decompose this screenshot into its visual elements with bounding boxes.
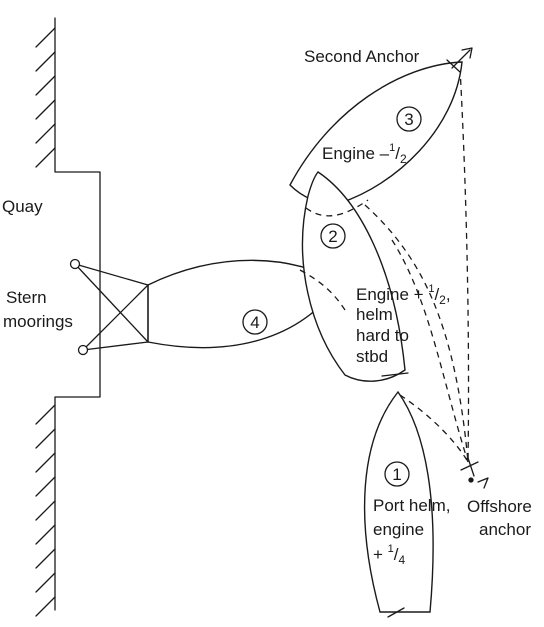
position-1-instruction-line2: engine (373, 520, 424, 539)
hull-2-bow-stroke (381, 372, 409, 377)
second-anchor-icon (446, 47, 473, 73)
hull-position-2 (301, 171, 406, 382)
position-1-instruction-line3: + 1/4 (373, 543, 406, 567)
position-2-instruction-line4: stbd (356, 347, 388, 366)
position-1-marker (384, 461, 410, 487)
position-4-number: 4 (250, 313, 259, 332)
quay-hatching-lower (35, 404, 56, 617)
position-2-instruction-line1: Engine + 1/2, (356, 283, 451, 307)
second-anchor-label: Second Anchor (304, 47, 420, 66)
stern-mooring-lines (74, 263, 149, 351)
stern-moorings-label-line2: moorings (3, 312, 73, 331)
offshore-rode-from-pos2 (391, 239, 469, 463)
position-2-instruction-line2: helm (356, 305, 393, 324)
position-1-number: 1 (392, 465, 401, 484)
position-2-instruction-line3: hard to (356, 326, 409, 345)
hull-position-1 (363, 390, 434, 613)
offshore-anchor-label-line2: anchor (479, 520, 531, 539)
offshore-anchor-label-line1: Offshore (467, 497, 532, 516)
position-2-number: 2 (328, 227, 337, 246)
position-3-number: 3 (404, 110, 413, 129)
offshore-anchor-icon (460, 457, 489, 489)
mooring-buoy-lower (77, 344, 89, 356)
position-2-marker (320, 223, 346, 249)
second-anchor-rode (459, 67, 470, 463)
mooring-buoy-upper (69, 258, 81, 270)
stern-moorings-label-line1: Stern (6, 288, 47, 307)
position-1-instruction-line1: Port helm, (373, 496, 450, 515)
hull-4-hidden-edge (299, 269, 346, 311)
position-3-instruction: Engine –1/2 (322, 142, 407, 166)
offshore-rode-from-pos3 (364, 204, 469, 463)
quay-hatching-upper (35, 27, 56, 168)
hull-3-hidden-edge (305, 199, 369, 217)
hull-1-stern-stroke (387, 607, 405, 618)
quay-label: Quay (2, 197, 43, 216)
offshore-rode-from-pos1 (399, 394, 469, 463)
quay-wall (54, 17, 101, 611)
position-4-marker (242, 309, 268, 335)
position-3-marker (396, 106, 422, 132)
